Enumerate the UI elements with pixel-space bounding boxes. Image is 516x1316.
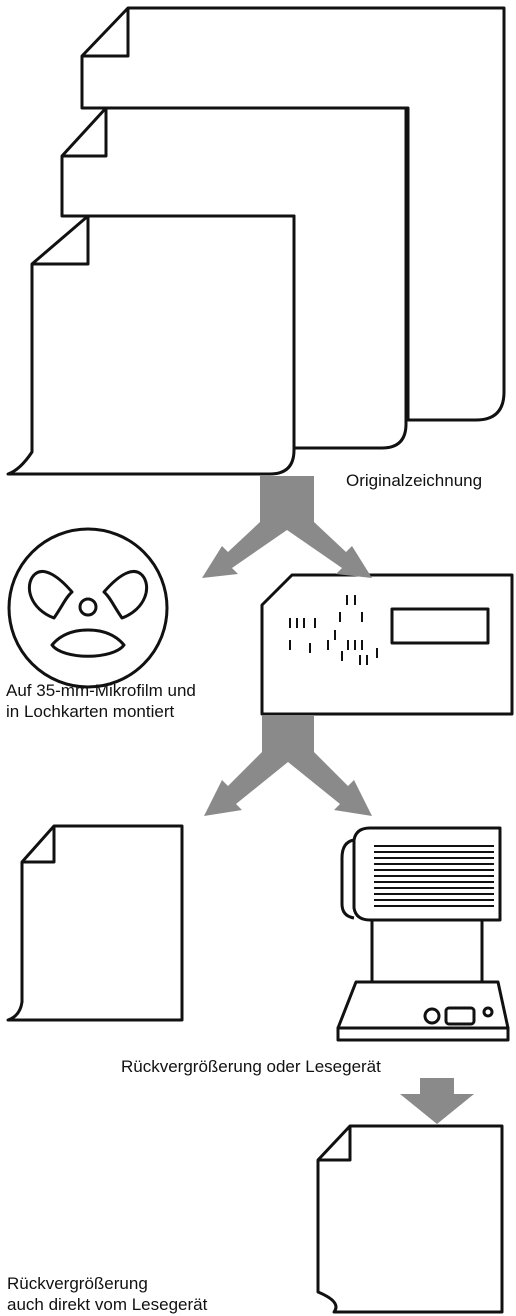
split-arrow-top-icon [202, 476, 372, 578]
original-drawing-label: Originalzeichnung [346, 471, 483, 490]
microfilm-reader-icon [336, 826, 510, 1042]
mounted-label-line2: in Lochkarten montiert [6, 702, 175, 721]
direct-enlargement-label-line2: auch direkt vom Lesegerät [7, 1295, 208, 1314]
punch-holes [289, 595, 378, 665]
reader-screen-lines [374, 845, 494, 907]
final-enlargement-sheet-icon [316, 1124, 504, 1314]
direct-enlargement-label-line1: Rückvergrößerung [7, 1274, 148, 1293]
aperture-punch-card-icon [260, 573, 514, 716]
original-sheet-front-icon [6, 214, 296, 476]
film-reel-icon [7, 527, 169, 689]
enlargement-or-reader-label: Rückvergrößerung oder Lesegerät [121, 1057, 381, 1076]
down-arrow-icon [400, 1078, 474, 1124]
split-arrow-middle-icon [204, 716, 372, 816]
enlargement-sheet-icon [6, 824, 184, 1022]
mounted-label-line1: Auf 35-mm-Mikrofilm und [6, 681, 196, 700]
